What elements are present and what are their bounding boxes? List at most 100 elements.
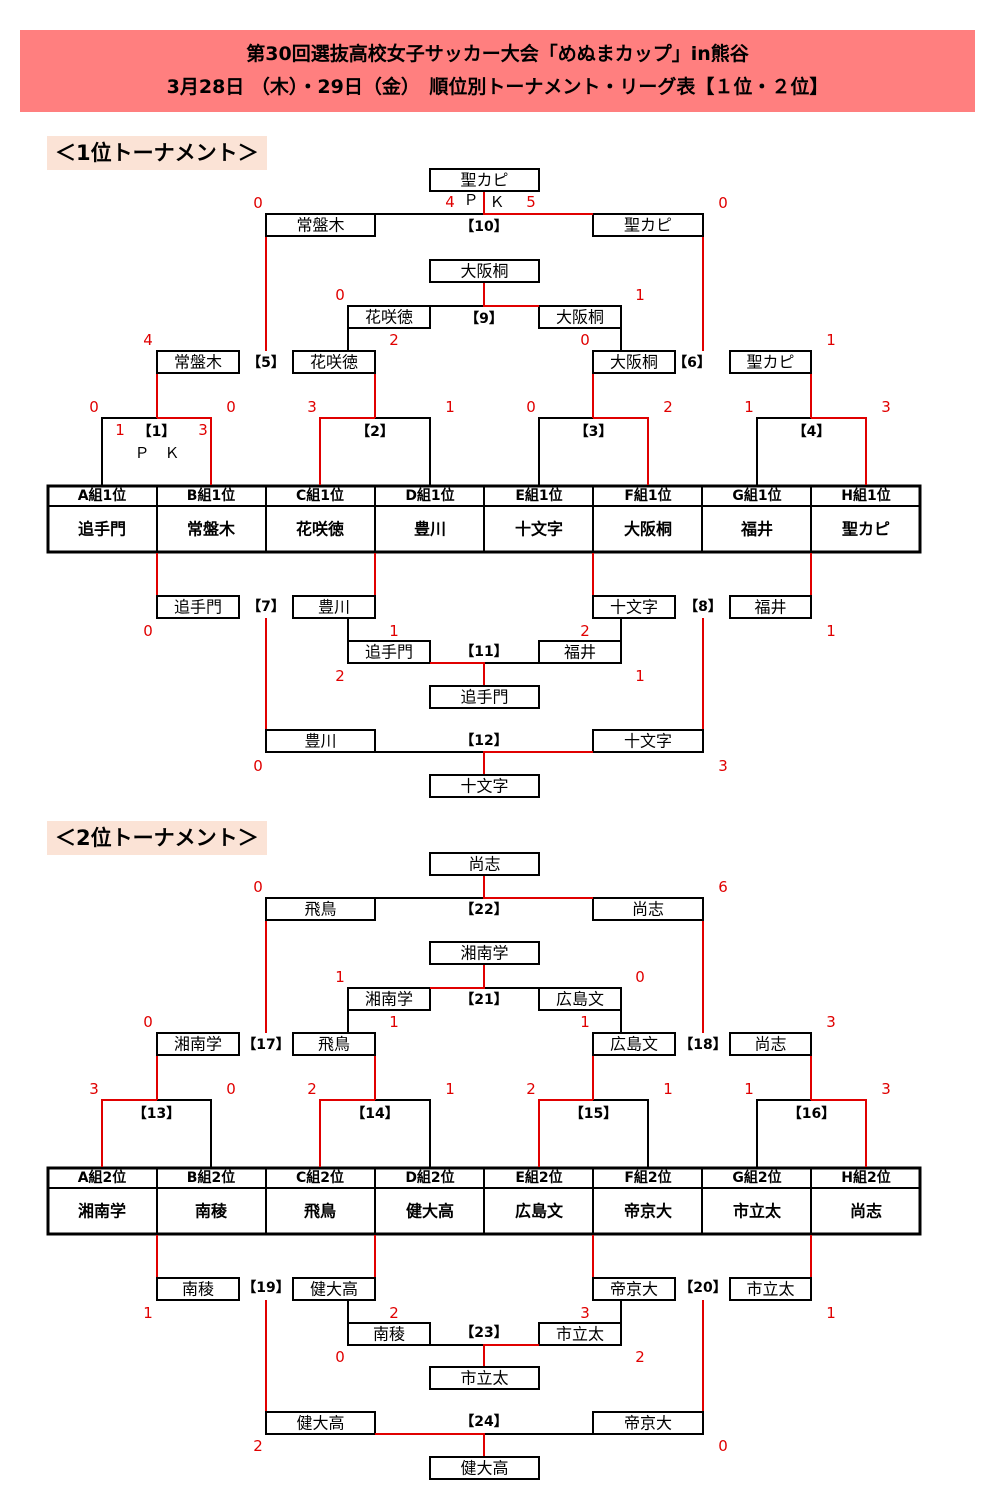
team-box: 健大高 <box>310 1280 358 1299</box>
team-box: 聖カピ <box>624 216 672 235</box>
pk-label: Ｋ <box>489 193 504 211</box>
team-box: 聖カピ <box>460 171 508 190</box>
match-number: 【6】 <box>673 355 711 371</box>
team-box: 追手門 <box>365 643 413 662</box>
team-box-frame <box>592 729 704 753</box>
bracket-line <box>593 417 649 485</box>
team-box-frame <box>592 595 676 619</box>
group-label: G組1位 <box>732 487 781 504</box>
team-box-frame <box>429 774 540 798</box>
score: 0 <box>335 286 345 304</box>
score: 0 <box>335 1348 345 1366</box>
score: 1 <box>389 622 399 640</box>
team-box: 湘南学 <box>174 1035 222 1054</box>
team-box: 湘南学 <box>460 944 508 963</box>
score: 3 <box>881 398 891 416</box>
team-box: 十文字 <box>460 777 508 796</box>
team-box-frame <box>729 595 812 619</box>
score: 3 <box>826 1013 836 1031</box>
group-label: C組1位 <box>296 487 344 504</box>
team-box-frame <box>538 1322 622 1346</box>
team-box: 尚志 <box>468 855 500 874</box>
team-box-frame <box>292 595 376 619</box>
match-number: 【8】 <box>684 599 722 615</box>
score: 3 <box>307 398 317 416</box>
team-box-frame <box>592 1032 676 1056</box>
score: 3 <box>89 1080 99 1098</box>
score: 2 <box>253 1437 263 1455</box>
match-number: 【10】 <box>460 219 507 235</box>
team-box-frame <box>429 259 540 283</box>
team-box: 大阪桐 <box>556 308 604 327</box>
match-number: 【21】 <box>460 992 507 1008</box>
score: 0 <box>580 331 590 349</box>
match-number: 【19】 <box>242 1280 289 1296</box>
bracket-line <box>101 1099 157 1167</box>
score: 2 <box>663 398 673 416</box>
team-name: 追手門 <box>78 520 126 539</box>
team-name: 十文字 <box>515 520 563 539</box>
team-box-frame <box>592 350 676 374</box>
team-box-frame <box>429 1456 540 1480</box>
match-number: 【17】 <box>242 1037 289 1053</box>
team-name: 福井 <box>740 520 773 539</box>
team-box: 十文字 <box>610 598 658 617</box>
team-box-frame <box>347 305 431 329</box>
score: 0 <box>718 1437 728 1455</box>
team-box-frame <box>592 1411 704 1435</box>
team-box-frame <box>265 1411 376 1435</box>
score: 6 <box>718 878 728 896</box>
group-label: H組1位 <box>841 487 890 504</box>
team-box-frame <box>729 1277 812 1301</box>
team-name: 市立太 <box>733 1202 782 1221</box>
team-box: 南稜 <box>373 1325 405 1344</box>
team-name: 尚志 <box>850 1202 882 1221</box>
score: 1 <box>445 398 455 416</box>
score: 2 <box>307 1080 317 1098</box>
match-number: 【4】 <box>793 424 831 440</box>
bracket-line <box>157 417 212 485</box>
team-box-frame <box>156 350 240 374</box>
score: 0 <box>253 757 263 775</box>
team-box: 十文字 <box>624 732 672 751</box>
score: 4 <box>445 193 455 211</box>
score: 0 <box>226 1080 236 1098</box>
team-box: 福井 <box>754 598 786 617</box>
team-box: 豊川 <box>304 732 336 751</box>
pk-label: Ｐ <box>463 191 478 209</box>
team-box: 花咲徳 <box>365 308 413 327</box>
team-box-frame <box>292 1032 376 1056</box>
match-number: 【13】 <box>133 1106 180 1122</box>
score: 0 <box>253 194 263 212</box>
team-box-frame <box>156 1032 240 1056</box>
match-number: 【15】 <box>570 1106 617 1122</box>
score: 5 <box>526 193 536 211</box>
group-label: H組2位 <box>841 1169 890 1186</box>
section-label-1st: ＜1位トーナメント＞ <box>47 136 267 170</box>
score: 3 <box>718 757 728 775</box>
team-box: 帝京大 <box>624 1414 672 1433</box>
team-box-frame <box>347 1322 431 1346</box>
score: 2 <box>580 622 590 640</box>
team-box: 南稜 <box>182 1280 214 1299</box>
group-label: B組2位 <box>187 1169 235 1186</box>
score: 0 <box>226 398 236 416</box>
team-name: 花咲徳 <box>296 520 344 539</box>
team-box: 尚志 <box>632 900 664 919</box>
bracket-line <box>811 1099 867 1167</box>
team-box-frame <box>265 897 376 921</box>
match-number: 【5】 <box>247 355 285 371</box>
team-box: 聖カピ <box>746 353 794 372</box>
team-box: 花咲徳 <box>310 353 358 372</box>
team-box-frame <box>538 987 622 1011</box>
score: 1 <box>635 667 645 685</box>
group-label: F組2位 <box>624 1169 671 1186</box>
team-name: 常盤木 <box>187 520 236 539</box>
group-label: A組1位 <box>78 487 127 504</box>
score: 2 <box>526 1080 536 1098</box>
group-label: E組1位 <box>515 487 562 504</box>
score: 2 <box>635 1348 645 1366</box>
score: 1 <box>663 1080 673 1098</box>
match-number: 【3】 <box>575 424 613 440</box>
match-number: 【14】 <box>351 1106 398 1122</box>
